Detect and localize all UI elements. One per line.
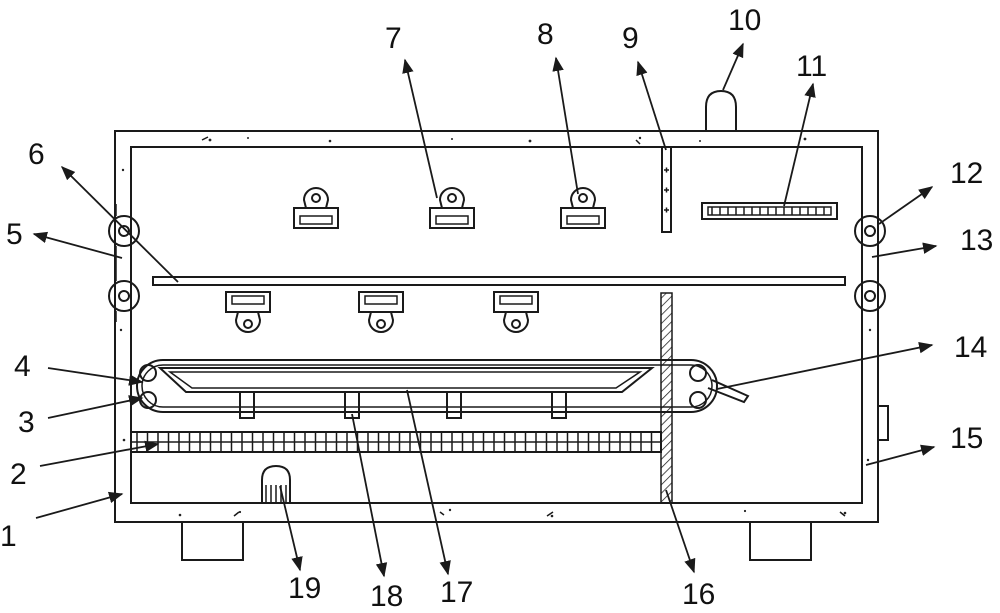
callout-16: 16 (682, 578, 715, 611)
callout-11: 11 (796, 50, 827, 83)
callout-15: 15 (950, 422, 983, 455)
callout-7: 7 (385, 22, 402, 55)
screw-rail (130, 431, 662, 453)
vertical-separator (660, 292, 673, 504)
leader-lines (32, 42, 938, 578)
callout-13: 13 (960, 224, 993, 257)
callout-19: 19 (288, 572, 321, 605)
callout-6: 6 (28, 138, 45, 171)
callout-8: 8 (537, 18, 554, 51)
support-foot-right (749, 521, 812, 561)
callout-18: 18 (370, 580, 403, 613)
lower-clamp-row (225, 291, 539, 333)
callout-5: 5 (6, 218, 23, 251)
conveyor-belt (136, 359, 750, 419)
callout-14: 14 (954, 331, 987, 364)
housing-frame (114, 130, 879, 523)
side-latch (878, 405, 889, 441)
callout-9: 9 (622, 22, 639, 55)
callout-10: 10 (728, 4, 761, 37)
heating-strip (701, 202, 838, 220)
partition-plate (152, 276, 846, 286)
callout-2: 2 (10, 458, 27, 491)
side-rollers (108, 204, 886, 322)
upper-clamp-row (293, 187, 606, 229)
callout-labels: 1 2 3 4 5 6 7 8 9 10 11 12 13 14 15 16 1… (0, 4, 993, 613)
callout-1: 1 (0, 520, 17, 553)
callout-4: 4 (14, 350, 31, 383)
drive-motor (261, 464, 291, 503)
callout-17: 17 (440, 576, 473, 609)
support-foot-left (181, 521, 244, 561)
callout-3: 3 (18, 406, 35, 439)
top-knob (705, 89, 737, 131)
scale-bar (661, 146, 672, 233)
callout-12: 12 (950, 157, 983, 190)
